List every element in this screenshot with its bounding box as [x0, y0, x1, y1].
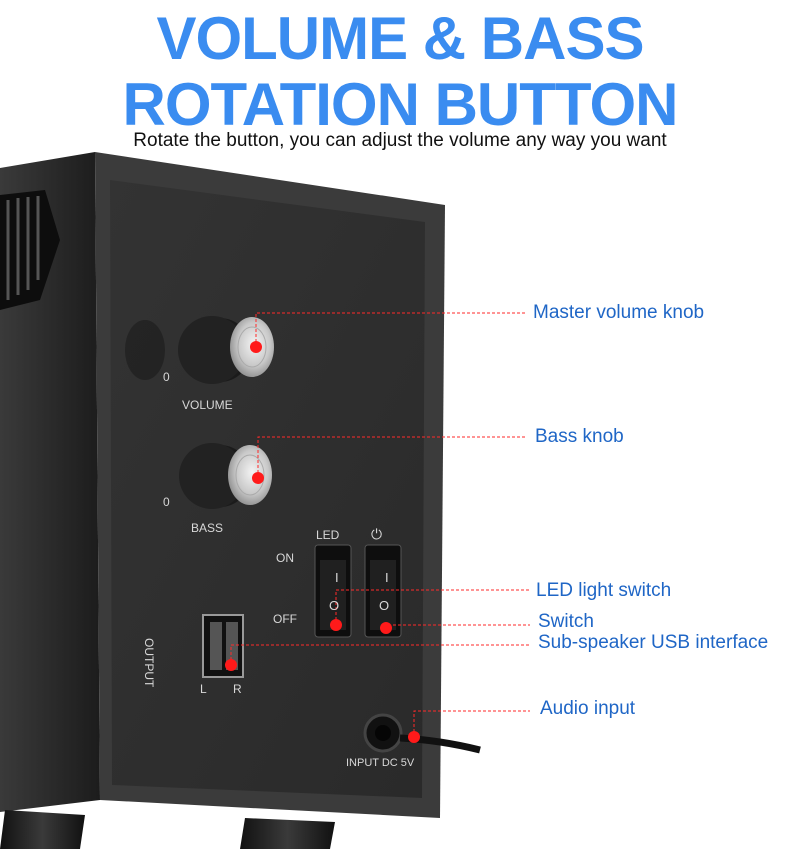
- volume-knob[interactable]: [125, 316, 274, 384]
- label-bass-zero: 0: [163, 495, 170, 509]
- callout-switch: Switch: [538, 611, 594, 632]
- label-right: R: [233, 682, 242, 696]
- callout-master-volume: Master volume knob: [533, 302, 705, 323]
- marker-usb: [225, 659, 237, 671]
- side-grille: [0, 190, 60, 310]
- title-line-2: ROTATION BUTTON: [122, 71, 679, 138]
- usb-port[interactable]: [202, 614, 244, 678]
- red-markers: [225, 341, 420, 743]
- callout-bass: Bass knob: [535, 426, 624, 447]
- label-off: OFF: [273, 612, 297, 626]
- marker-led: [330, 619, 342, 631]
- power-off-mark: O: [379, 598, 390, 613]
- label-output: OUTPUT: [142, 638, 156, 688]
- audio-input-jack[interactable]: [363, 713, 481, 754]
- label-input: INPUT DC 5V: [346, 757, 415, 769]
- callout-audio-input: Audio input: [540, 698, 636, 719]
- led-off-mark: O: [329, 598, 340, 613]
- marker-volume: [250, 341, 262, 353]
- led-on-mark: I: [335, 570, 339, 585]
- power-on-mark: I: [385, 570, 389, 585]
- marker-bass: [252, 472, 264, 484]
- label-led: LED: [316, 528, 340, 542]
- callout-led-switch: LED light switch: [536, 580, 672, 601]
- speaker-side: [0, 152, 100, 812]
- label-volume-zero: 0: [163, 370, 170, 384]
- power-switch[interactable]: [364, 544, 402, 638]
- label-bass: BASS: [191, 521, 224, 535]
- label-volume: VOLUME: [182, 398, 233, 412]
- label-on: ON: [276, 551, 294, 565]
- power-symbol-icon: ⏻: [371, 526, 383, 542]
- title-line-1: VOLUME & BASS: [156, 5, 644, 72]
- speaker-leg-right: [240, 818, 335, 849]
- speaker-leg-left: [0, 810, 85, 849]
- marker-switch: [380, 622, 392, 634]
- led-switch[interactable]: [314, 544, 352, 638]
- label-left: L: [200, 682, 207, 696]
- marker-audio: [408, 731, 420, 743]
- subtitle: Rotate the button, you can adjust the vo…: [133, 130, 667, 151]
- callout-usb: Sub-speaker USB interface: [538, 632, 769, 653]
- bass-knob[interactable]: [179, 443, 272, 509]
